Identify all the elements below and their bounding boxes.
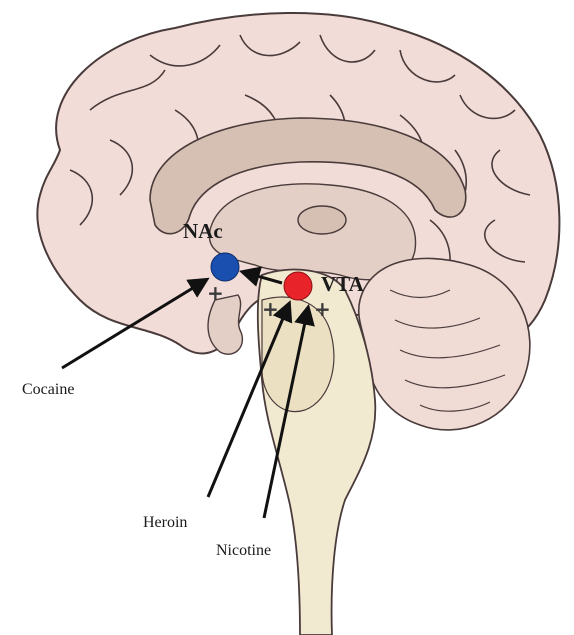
vta-plus-sign-right: + (314, 297, 331, 321)
interthalamic-adhesion (298, 206, 346, 234)
nac-plus-sign: + (207, 281, 224, 305)
vta-region-dot (284, 272, 312, 300)
cerebellum (359, 258, 530, 430)
vta-label: VTA (321, 272, 365, 296)
heroin-label: Heroin (143, 514, 187, 531)
nac-label: NAc (183, 219, 223, 243)
vta-plus-sign-left: + (262, 297, 279, 321)
cocaine-label: Cocaine (22, 381, 74, 398)
nicotine-label: Nicotine (216, 542, 271, 559)
nac-region-dot (211, 253, 239, 281)
